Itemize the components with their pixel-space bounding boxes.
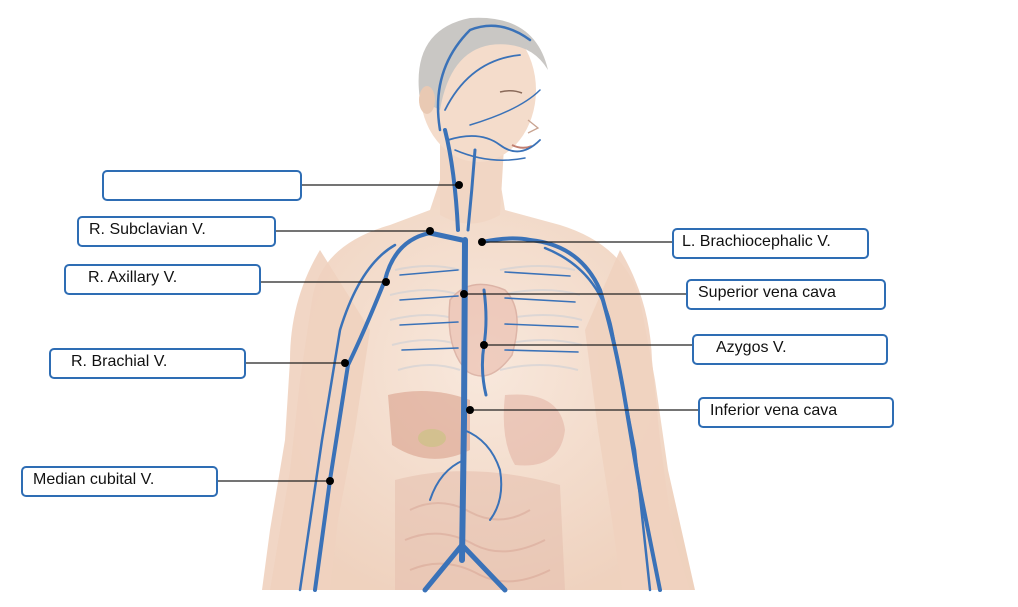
leader-lines xyxy=(218,184,698,482)
label-box-inferior-vena-cava[interactable]: Inferior vena cava xyxy=(698,397,894,428)
pointer-dot xyxy=(382,278,390,286)
pointer-dot xyxy=(478,238,486,246)
label-box-blank[interactable] xyxy=(102,170,302,201)
label-box-median-cubital[interactable]: Median cubital V. xyxy=(21,466,218,497)
pointer-dot xyxy=(480,341,488,349)
pointer-dot xyxy=(341,359,349,367)
label-box-azygos[interactable]: Azygos V. xyxy=(692,334,888,365)
pointer-dot xyxy=(426,227,434,235)
label-box-r-subclavian[interactable]: R. Subclavian V. xyxy=(77,216,276,247)
label-box-r-axillary[interactable]: R. Axillary V. xyxy=(64,264,261,295)
pointer-dot xyxy=(326,477,334,485)
pointer-dot xyxy=(460,290,468,298)
pointer-dot xyxy=(455,181,463,189)
label-box-r-brachial[interactable]: R. Brachial V. xyxy=(49,348,246,379)
pointer-dots xyxy=(326,181,488,485)
pointer-dot xyxy=(466,406,474,414)
label-box-l-brachiocephalic[interactable]: L. Brachiocephalic V. xyxy=(672,228,869,259)
label-box-superior-vena-cava[interactable]: Superior vena cava xyxy=(686,279,886,310)
